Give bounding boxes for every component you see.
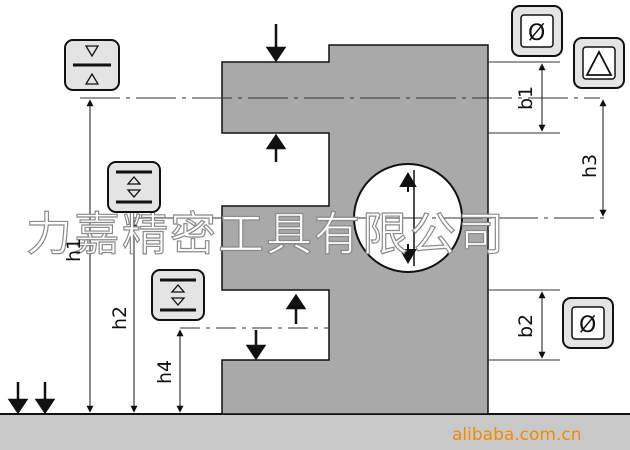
symbol-box-top-left[interactable]: [64, 39, 120, 91]
bore-probe-arrows: [399, 170, 417, 266]
diameter-icon: Ø: [528, 21, 545, 46]
label-h3: h3: [579, 154, 601, 178]
diameter-box-bottom[interactable]: Ø: [562, 297, 614, 349]
base-plate: [0, 414, 630, 450]
diameter-box-top[interactable]: Ø: [511, 5, 563, 57]
diameter-icon-bottom: Ø: [579, 313, 596, 338]
reference-lines: [80, 61, 610, 361]
probe-arrows: [7, 24, 307, 415]
dimension-lines: [86, 63, 607, 413]
triangle-icon: [585, 50, 613, 76]
label-b1: b1: [515, 86, 537, 110]
label-h2: h2: [109, 306, 131, 330]
symbol-box-middle-left[interactable]: [107, 161, 161, 213]
symbol-box-lower-left[interactable]: [151, 269, 205, 321]
watermark-text: 力嘉精密工具有限公司: [26, 207, 506, 261]
label-b2: b2: [515, 314, 537, 338]
label-h4: h4: [154, 360, 176, 384]
brand-watermark: alibaba.com.cn: [452, 425, 582, 445]
label-h1: h1: [63, 238, 85, 262]
triangle-box[interactable]: [573, 37, 625, 89]
